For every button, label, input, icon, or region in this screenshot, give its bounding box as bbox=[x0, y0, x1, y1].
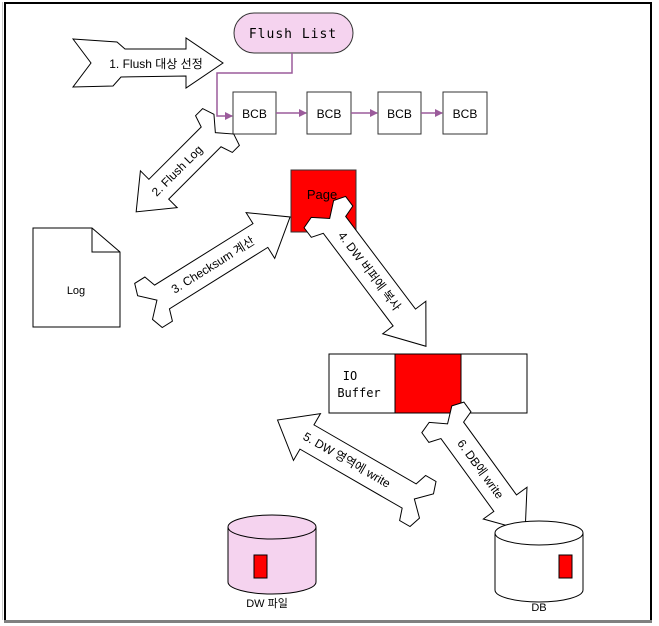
dw-file-node: DW 파일 bbox=[227, 514, 317, 610]
dw-file-body bbox=[227, 527, 317, 595]
bcb-node bbox=[306, 91, 352, 135]
step-4-label: 4. DW 버퍼에 복사 bbox=[335, 229, 403, 313]
log-file-fold bbox=[91, 228, 120, 253]
step-1-arrow: 1. Flush 대상 선정 bbox=[71, 37, 224, 89]
bcb-node bbox=[232, 91, 277, 135]
io-buffer-slot bbox=[328, 353, 396, 414]
flush-list-shape bbox=[233, 12, 354, 54]
step-5-arrow: 5. DW 영역에 write bbox=[276, 412, 437, 528]
io-buffer-node: IO Buffer bbox=[328, 353, 528, 414]
io-buffer-slot bbox=[460, 353, 528, 414]
bcb-label: BCB bbox=[317, 107, 342, 121]
io-buffer-label-line2: Buffer bbox=[337, 386, 380, 400]
diagram-frame bbox=[4, 2, 652, 620]
db-page-marker bbox=[558, 554, 573, 579]
io-buffer-slot-filled bbox=[394, 353, 462, 414]
bcb-chain: BCB BCB BCB BCB bbox=[232, 91, 488, 135]
dw-file-top bbox=[227, 514, 317, 540]
step-5-label: 5. DW 영역에 write bbox=[301, 429, 394, 491]
db-node: DB bbox=[494, 520, 584, 614]
frame-bottom-edge bbox=[4, 620, 652, 623]
log-file-node: Log bbox=[32, 227, 121, 328]
step-3-arrow: 3. Checksum 계산 bbox=[134, 212, 291, 329]
bcb-label: BCB bbox=[453, 107, 478, 121]
step-1-label: 1. Flush 대상 선정 bbox=[109, 57, 203, 71]
db-label: DB bbox=[531, 602, 546, 614]
step-4-arrow: 4. DW 버퍼에 복사 bbox=[303, 195, 427, 347]
db-body bbox=[494, 533, 584, 603]
dw-file-label: DW 파일 bbox=[246, 596, 288, 610]
io-buffer-label-line1: IO bbox=[343, 369, 357, 383]
frame-shadow bbox=[2, 2, 3, 620]
log-file-shape bbox=[32, 227, 121, 328]
bcb-label: BCB bbox=[387, 107, 412, 121]
flush-list-label: Flush List bbox=[249, 27, 337, 42]
flush-list-connector bbox=[216, 53, 293, 120]
step-3-label: 3. Checksum 계산 bbox=[169, 234, 257, 296]
page-label: Page bbox=[307, 187, 337, 202]
bcb-label: BCB bbox=[242, 107, 267, 121]
bcb-node bbox=[442, 91, 488, 135]
log-file-label: Log bbox=[67, 285, 85, 297]
dw-file-page-marker bbox=[253, 554, 268, 579]
step-2-arrow: 2. Flush Log bbox=[135, 107, 241, 213]
bcb-node bbox=[377, 91, 422, 135]
db-top bbox=[494, 520, 584, 546]
flush-list-node: Flush List bbox=[233, 12, 354, 54]
